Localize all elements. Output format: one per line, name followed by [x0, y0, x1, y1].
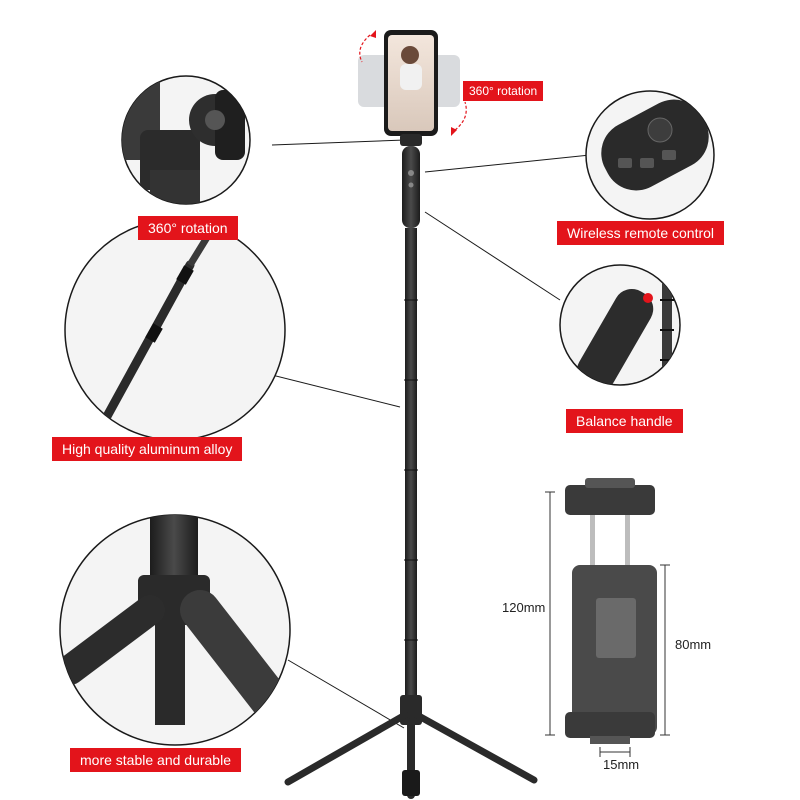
phone-holder-diagram	[545, 478, 670, 757]
label-rotation-left: 360° rotation	[138, 216, 238, 240]
callout-base	[59, 514, 291, 746]
tripod-stand	[284, 134, 538, 799]
label-rotation-top: 360° rotation	[463, 81, 544, 101]
label-aluminum-alloy: High quality aluminum alloy	[52, 437, 243, 461]
callout-remote	[585, 90, 715, 220]
dimension-15mm: 15mm	[603, 757, 640, 772]
dimension-80mm: 80mm	[675, 637, 712, 652]
phone-rotation	[358, 30, 467, 136]
label-wireless-remote: Wireless remote control	[557, 221, 725, 245]
callout-rotation-joint	[121, 75, 251, 205]
label-stable-durable: more stable and durable	[70, 748, 241, 772]
label-balance-handle: Balance handle	[566, 409, 683, 433]
callout-handle	[559, 264, 681, 386]
dimension-120mm: 120mm	[502, 600, 546, 615]
